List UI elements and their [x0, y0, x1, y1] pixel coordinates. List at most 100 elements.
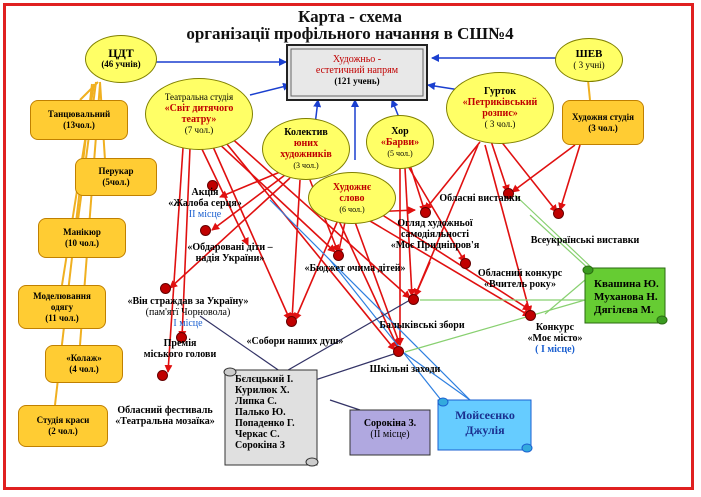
- ohliad-l1: Огляд художньої: [397, 218, 473, 229]
- khud-studio-name: Художня студія: [572, 111, 634, 122]
- kolektyv-count: (3 чол.): [293, 161, 319, 170]
- tantsi-count: (13чол.): [63, 120, 95, 130]
- dot-vseukr: [553, 208, 564, 219]
- kolazh-count: (4 чол.): [69, 364, 99, 374]
- event-sobor: «Собори наших душ»: [240, 336, 350, 347]
- khor-count: (5 чол.): [387, 148, 413, 158]
- misto-place: ( І місце): [535, 344, 575, 355]
- dot-premiya: [176, 332, 187, 343]
- center-label: Художньо - естетичний напрям (121 учень): [291, 54, 423, 87]
- krasa-name: Студія краси: [36, 415, 90, 425]
- dot-ohliad: [420, 207, 431, 218]
- manikur-count: (10 чол.): [64, 238, 99, 248]
- event-obdarovani: «Обдаровані діти – надія України»: [175, 242, 285, 264]
- slovo-count: (6 чол.): [339, 204, 365, 214]
- model-l1: Моделювання: [33, 290, 91, 301]
- scroll-group1-shape: [223, 367, 319, 467]
- event-shkilni: Шкільні заходи: [360, 364, 450, 375]
- box-krasa: Студія краси (2 чол.): [18, 405, 108, 447]
- perukar-name: Перукар: [98, 166, 134, 176]
- event-vin: «Він страждав за Україну» (пам'ятї Чорно…: [108, 296, 268, 329]
- dot-misto: [525, 310, 536, 321]
- center-line3: (121 учень): [334, 76, 380, 86]
- event-ohliad: Огляд художньої самодіяльності «Моє Прид…: [380, 218, 490, 251]
- dot-vin: [160, 283, 171, 294]
- balykivski-l1: Балыківські збори: [379, 320, 465, 331]
- kolektyv-name1: юних: [293, 138, 319, 149]
- group2-item: Муханова Н.: [594, 291, 658, 303]
- event-misto: Конкурс «Моє місто» ( І місце): [520, 322, 590, 355]
- cdt-count: (46 учнів): [101, 59, 141, 69]
- moiseenko-l2: Джулія: [465, 423, 505, 437]
- dot-sobor: [286, 316, 297, 327]
- event-vseukr: Всеукраїнські виставки: [515, 235, 655, 246]
- theatre-name1: «Світ дитячого: [164, 103, 234, 114]
- box-manikur: Манікюр (10 чол.): [38, 218, 126, 258]
- event-aktsia: Акція «Жалоба серця» ІІ місце: [155, 187, 255, 220]
- slovo-name2: слово: [339, 192, 365, 204]
- model-l2: одягу: [50, 301, 74, 312]
- node-theatre: Театральна студія «Світ дитячого театру»…: [145, 78, 253, 150]
- misto-l1: Конкурс: [535, 322, 575, 333]
- scroll-group2-shape: [582, 265, 668, 325]
- vin-place: І місце: [173, 318, 203, 329]
- group1-item: Сорокіна З: [235, 440, 285, 451]
- obdarovani-l2: надія України»: [195, 253, 265, 264]
- hurtok-name2: розпис»: [482, 108, 518, 119]
- event-premiya: Премія міського голови: [140, 338, 220, 360]
- dot-balykivski: [408, 294, 419, 305]
- hurtok-pre: Гурток: [484, 86, 516, 97]
- group1-item: Липка С.: [235, 396, 277, 407]
- title-line2: організації профільного начання в СШ№4: [186, 24, 514, 43]
- aktsia-l2: «Жалоба серця»: [168, 198, 242, 209]
- center-line1: Художньо -: [332, 54, 382, 65]
- center-line2: естетичний напрям: [315, 65, 399, 76]
- title-line1: Карта - схема: [298, 7, 402, 26]
- slovo-name1: Художнє: [332, 181, 372, 193]
- khor-pre: Хор: [391, 125, 409, 137]
- scroll-sorokina: Сорокіна З. (ІІ місце): [352, 418, 428, 440]
- kolazh-name: «Колаж»: [66, 353, 102, 363]
- shev-count: ( 3 учні): [573, 60, 605, 70]
- dot-festival: [157, 370, 168, 381]
- perukar-count: (5чол.): [102, 177, 130, 187]
- uchytel-l2: «Вчитель року»: [483, 279, 556, 290]
- cdt-name: ЦДТ: [108, 46, 134, 60]
- kolektyv-name2: художників: [280, 149, 332, 160]
- node-slovo: Художнє слово (6 чол.): [308, 172, 396, 224]
- shev-name: ШЕВ: [575, 48, 603, 60]
- node-shev: ШЕВ ( 3 учні): [555, 38, 623, 82]
- event-oblasni: Обласні виставки: [430, 193, 530, 204]
- aktsia-place: ІІ місце: [188, 209, 222, 220]
- group1-item: Курилюк Х.: [235, 385, 290, 396]
- model-count: (11 чол.): [45, 312, 79, 323]
- oblasni-l1: Обласні виставки: [439, 193, 521, 204]
- sorokina-name: Сорокіна З.: [363, 418, 417, 429]
- festival-l1: Обласний фестиваль: [117, 405, 213, 416]
- premiya-l2: міського голови: [143, 349, 217, 360]
- dot-oblasni: [503, 188, 514, 199]
- box-tantsi: Танцювальний (13чол.): [30, 100, 128, 140]
- uchytel-l1: Обласний конкурс: [477, 268, 563, 279]
- box-kolazh: «Колаж» (4 чол.): [45, 345, 123, 383]
- scroll-group1: Бєлєцький І. Курилюк Х. Липка С. Палько …: [235, 374, 315, 451]
- khud-studio-count: (3 чол.): [588, 122, 618, 133]
- scroll-sorokina-shape: [349, 409, 431, 456]
- event-balykivski: Балыківські збори: [372, 320, 472, 331]
- scroll-moiseenko: Мойсеєнко Джулія: [440, 408, 530, 438]
- node-kolektyv: Колектив юних художників (3 чол.): [262, 118, 350, 180]
- theatre-name2: театру»: [181, 114, 217, 125]
- group1-item: Бєлєцький І.: [235, 374, 294, 385]
- scroll-moiseenko-shape: [437, 397, 533, 453]
- box-model: Моделювання одягу (11 чол.): [18, 285, 106, 329]
- vin-l2: (пам'ятї Чорновола): [145, 307, 231, 318]
- scroll-group2: Квашина Ю. Муханова Н. Дягілєва М.: [594, 278, 662, 317]
- group1-item: Черкас С.: [235, 429, 280, 440]
- group1-item: Палько Ю.: [235, 407, 286, 418]
- krasa-count: (2 чол.): [48, 426, 78, 436]
- misto-l2: «Моє місто»: [527, 333, 583, 344]
- manikur-name: Манікюр: [63, 227, 101, 237]
- node-khor: Хор «Барви» (5 чол.): [366, 115, 434, 169]
- group2-item: Дягілєва М.: [594, 304, 654, 316]
- dot-obdarovani: [200, 225, 211, 236]
